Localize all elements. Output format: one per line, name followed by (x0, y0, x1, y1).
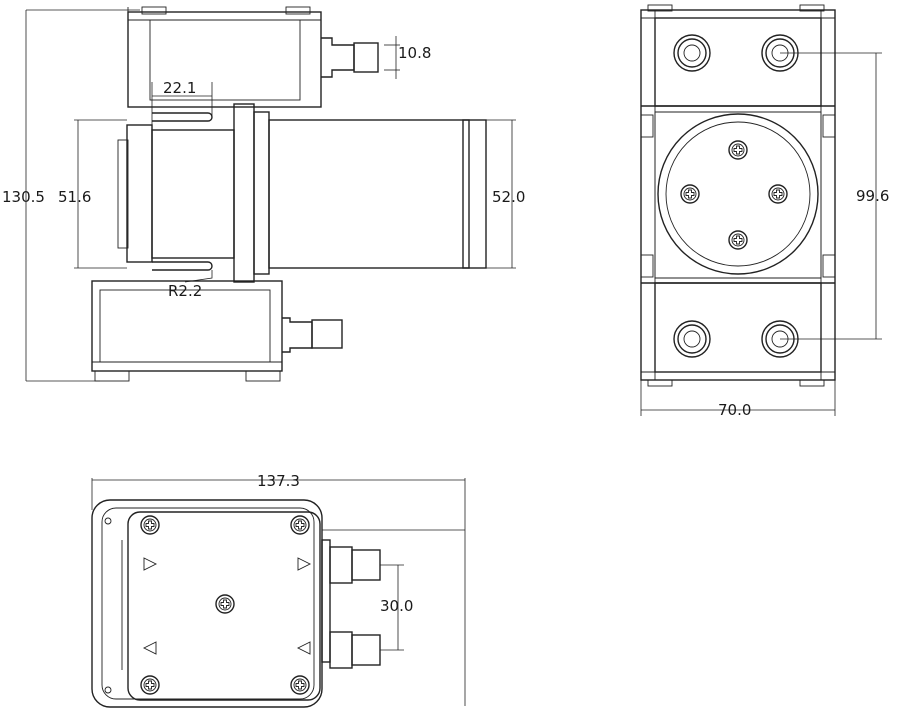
screw-icon (680, 184, 700, 204)
screw-icon (140, 675, 160, 695)
flow-arrow-icon (297, 557, 312, 571)
dim-motor-dia: 51.6 (58, 119, 127, 269)
port-icon (673, 320, 711, 358)
top-view: 137.3 30.0 (91, 472, 466, 708)
lower-hose-barb (282, 317, 343, 353)
hose-dia-label: 10.8 (398, 44, 431, 62)
dim-slot-spacing: 22.1 (151, 79, 213, 126)
motor-dia-label: 51.6 (58, 188, 91, 206)
dim-hose-dia: 10.8 (384, 36, 431, 79)
body-height-label: 52.0 (492, 188, 525, 206)
screw-icon (290, 675, 310, 695)
dim-outlet-spacing: 30.0 (380, 564, 413, 651)
dim-total-height: 130.5 (2, 9, 140, 382)
flow-arrow-icon (296, 641, 311, 655)
screw-icon (728, 230, 748, 250)
center-screw-icon (215, 594, 235, 614)
motor-body (268, 119, 487, 269)
flow-arrow-icon (143, 557, 158, 571)
upper-pump-head (127, 6, 322, 108)
lower-pump-head (91, 280, 283, 382)
slot-spacing-label: 22.1 (163, 79, 196, 97)
port-spacing-label: 99.6 (856, 187, 889, 205)
outlet-spacing-label: 30.0 (380, 597, 413, 615)
motor-face (657, 113, 819, 275)
width-label: 70.0 (718, 401, 751, 419)
upper-hose-barb (321, 37, 379, 78)
screw-icon (140, 515, 160, 535)
screw-icon (728, 140, 748, 160)
outlet-barb-bottom (329, 631, 381, 669)
screw-icon (768, 184, 788, 204)
total-height-label: 130.5 (2, 188, 45, 206)
crank-housing (117, 103, 270, 283)
port-icon (673, 34, 711, 72)
dim-port-spacing: 99.6 (780, 52, 889, 340)
screw-icon (290, 515, 310, 535)
front-view: 10.8 22.1 130.5 51.6 52.0 R2. (2, 6, 525, 382)
side-view: 99.6 70.0 (640, 4, 889, 419)
dim-body-height: 52.0 (486, 119, 525, 269)
dim-length-total: 137.3 (91, 472, 466, 706)
outlet-barb-top (329, 546, 381, 584)
dim-slot-radius: R2.2 (168, 270, 213, 300)
length-total-label: 137.3 (257, 472, 300, 490)
dim-width: 70.0 (640, 380, 836, 419)
flow-arrow-icon (142, 641, 157, 655)
slot-radius-label: R2.2 (168, 282, 202, 300)
